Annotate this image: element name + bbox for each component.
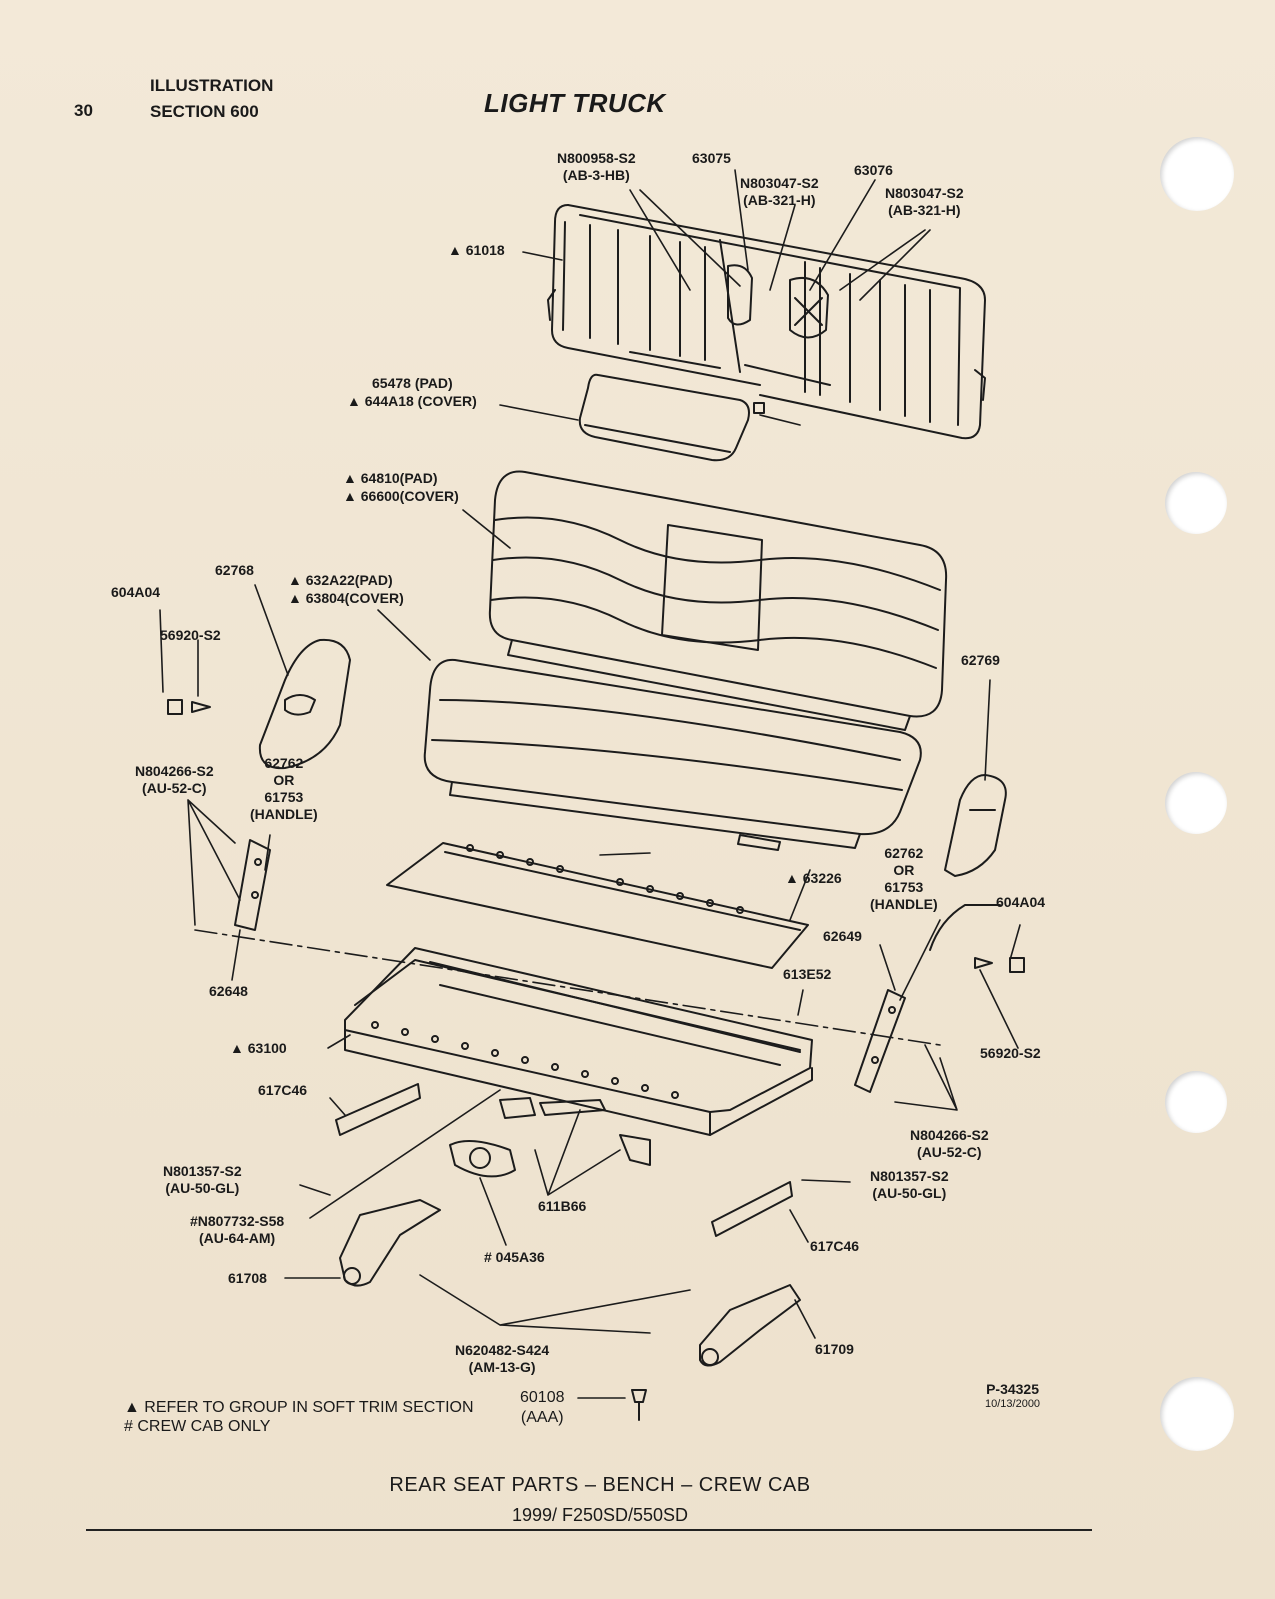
seat-pan-board (386, 842, 809, 969)
callout-63100: ▲ 63100 (230, 1040, 287, 1056)
callout-604a04-right: 604A04 (996, 894, 1046, 910)
callout-61709: 61709 (815, 1341, 854, 1357)
callout-617c46-right: 617C46 (810, 1238, 860, 1254)
right-seat-track (699, 1181, 801, 1367)
binder-hole-3 (1165, 772, 1227, 834)
callout-62768: 62768 (215, 562, 254, 578)
callout-n804266-left: N804266-S2 (AU-52-C) (135, 763, 214, 796)
seat-back-cushion (488, 470, 948, 731)
callout-62649: 62649 (823, 928, 862, 944)
callout-644a18-cover: ▲ 644A18 (COVER) (347, 393, 477, 409)
callout-63075: 63075 (692, 150, 731, 166)
figure-subcaption: 1999/ F250SD/550SD (511, 1505, 689, 1525)
callout-63226: ▲ 63226 (785, 870, 842, 886)
center-pad (578, 373, 765, 462)
page-title: LIGHT TRUCK (484, 88, 666, 118)
binder-hole-1 (1160, 137, 1234, 211)
callout-64810-pad: ▲ 64810(PAD) (343, 470, 438, 486)
callout-63804-cover: ▲ 63804(COVER) (288, 590, 404, 606)
section-label: SECTION 600 (150, 102, 259, 121)
callout-n807732: #N807732-S58 (AU-64-AM) (190, 1213, 285, 1246)
callout-045a36: # 045A36 (484, 1249, 545, 1265)
latch-mechanism (449, 1097, 651, 1421)
callout-56920-left: 56920-S2 (160, 627, 221, 643)
callout-62769: 62769 (961, 652, 1000, 668)
callout-62762-right: 62762 OR 61753 (HANDLE) (870, 845, 938, 912)
callout-n801357-right: N801357-S2 (AU-50-GL) (870, 1168, 949, 1201)
callout-n801357-left: N801357-S2 (AU-50-GL) (163, 1163, 242, 1196)
left-seat-track (335, 1083, 441, 1287)
callout-632a22-pad: ▲ 632A22(PAD) (288, 572, 393, 588)
binder-hole-2 (1165, 472, 1227, 534)
callout-62762-left: 62762 OR 61753 (HANDLE) (250, 755, 318, 822)
binder-hole-4 (1165, 1071, 1227, 1133)
illustration-label: ILLUSTRATION (150, 76, 274, 95)
seat-cushion (423, 658, 922, 851)
left-end-cover (167, 638, 351, 770)
right-end-cover (929, 774, 1025, 973)
plate-date: 10/13/2000 (985, 1398, 1041, 1410)
soft-trim-note: ▲ REFER TO GROUP IN SOFT TRIM SECTION (124, 1399, 474, 1416)
callout-56920-right: 56920-S2 (980, 1045, 1041, 1061)
callout-62648: 62648 (209, 983, 248, 999)
right-hinge-bracket (854, 989, 906, 1093)
callout-617c46-left: 617C46 (258, 1082, 308, 1098)
callout-63076: 63076 (854, 162, 893, 178)
callout-65478-pad: 65478 (PAD) (372, 375, 453, 391)
callout-leaders (159, 169, 1021, 1399)
callout-61708: 61708 (228, 1270, 267, 1286)
callout-611b66: 611B66 (538, 1198, 587, 1214)
binder-hole-5 (1160, 1377, 1234, 1451)
figure-caption: REAR SEAT PARTS – BENCH – CREW CAB (389, 1474, 811, 1496)
section-heading: ILLUSTRATION SECTION 600 (150, 73, 273, 125)
callout-n804266-right: N804266-S2 (AU-52-C) (910, 1127, 989, 1160)
left-hinge-bracket (234, 839, 271, 931)
crew-cab-note: # CREW CAB ONLY (124, 1418, 271, 1435)
callout-n803047-a: N803047-S2 (AB-321-H) (740, 175, 819, 208)
seat-frame (344, 947, 813, 1136)
callout-n803047-b: N803047-S2 (AB-321-H) (885, 185, 964, 218)
callout-604a04-left: 604A04 (111, 584, 161, 600)
assembly-centerline (194, 929, 941, 1046)
callout-n620482: N620482-S424 (AM-13-G) (455, 1342, 550, 1375)
seat-back-frame (547, 204, 986, 440)
callout-61018: ▲ 61018 (448, 242, 505, 258)
callout-n800958: N800958-S2 (AB-3-HB) (557, 150, 636, 183)
plate-number: P-34325 10/13/2000 (985, 1381, 1041, 1411)
callout-613e52: 613E52 (783, 966, 832, 982)
callout-60108: 60108 (AAA) (520, 1389, 565, 1426)
page-number: 30 (74, 101, 93, 120)
legend-notes: ▲ REFER TO GROUP IN SOFT TRIM SECTION # … (124, 1398, 474, 1436)
callout-66600-cover: ▲ 66600(COVER) (343, 488, 459, 504)
bottom-rule (86, 1529, 1092, 1531)
